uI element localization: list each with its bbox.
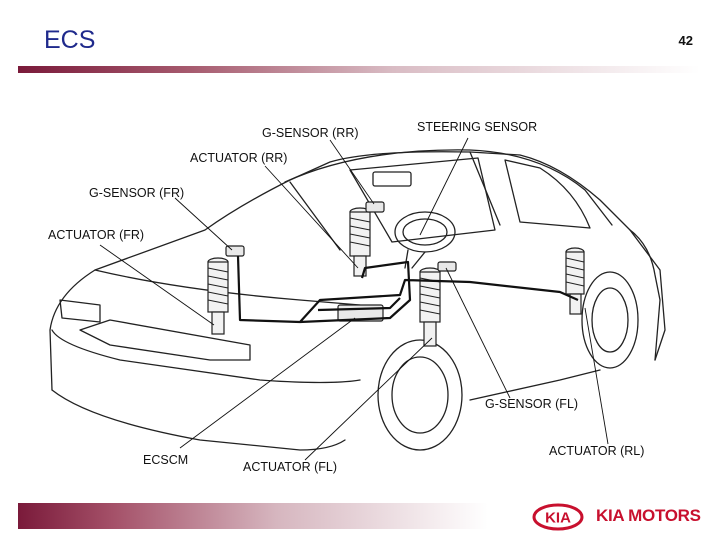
kia-emblem-icon xyxy=(532,503,584,531)
top-divider-bar xyxy=(18,66,700,73)
car-lower-sill xyxy=(469,369,601,401)
leader-ecscm xyxy=(179,317,356,449)
page-number: 42 xyxy=(678,33,693,48)
car-rear-end xyxy=(629,229,666,361)
kia-logo: KIA xyxy=(532,503,584,531)
kia-emblem-text: KIA xyxy=(545,510,571,527)
car-hood-line xyxy=(94,269,361,306)
car-rear-window xyxy=(504,159,591,229)
rear-wheel xyxy=(581,271,639,369)
g-sensor-rr-unit xyxy=(365,201,385,213)
leader-g-sensor-fl xyxy=(445,267,511,399)
rear-wheel-rim xyxy=(591,287,629,353)
car-headlight-left xyxy=(59,299,101,323)
label-actuator-fl: ACTUATOR (FL) xyxy=(243,460,337,474)
car-bumper xyxy=(51,389,346,451)
brand-name: KIA MOTORS xyxy=(596,506,701,525)
car-front-face xyxy=(51,329,361,384)
leader-g-sensor-rr xyxy=(329,139,375,205)
leader-actuator-rl xyxy=(584,307,609,445)
strut-front-right xyxy=(207,257,229,335)
leader-actuator-fr xyxy=(99,244,215,326)
label-actuator-fr: ACTUATOR (FR) xyxy=(48,228,145,242)
leader-actuator-rr xyxy=(264,165,359,269)
bottom-divider-bar xyxy=(18,503,488,529)
wiring-harness xyxy=(236,255,579,324)
leader-g-sensor-fr xyxy=(174,197,233,251)
label-actuator-rr: ACTUATOR (RR) xyxy=(190,151,288,165)
label-g-sensor-fr: G-SENSOR (FR) xyxy=(89,186,185,200)
steering-wheel xyxy=(394,211,456,253)
car-grille xyxy=(79,319,251,361)
front-wheel-rim xyxy=(391,356,449,434)
label-steering-sensor: STEERING SENSOR xyxy=(417,120,538,134)
car-roof-line xyxy=(284,149,613,226)
label-ecscm: ECSCM xyxy=(143,453,189,467)
strut-rear-left xyxy=(565,247,585,315)
rearview-mirror xyxy=(372,171,412,187)
front-wheel xyxy=(377,339,463,451)
leader-actuator-fl xyxy=(304,337,433,461)
label-actuator-rl: ACTUATOR (RL) xyxy=(549,444,645,458)
label-g-sensor-fl: G-SENSOR (FL) xyxy=(485,397,579,411)
label-g-sensor-rr: G-SENSOR (RR) xyxy=(262,126,359,140)
car-side-window xyxy=(349,157,496,243)
leader-steering-sensor xyxy=(419,137,469,236)
slide-title: ECS xyxy=(44,26,96,54)
strut-front-left xyxy=(419,267,441,347)
